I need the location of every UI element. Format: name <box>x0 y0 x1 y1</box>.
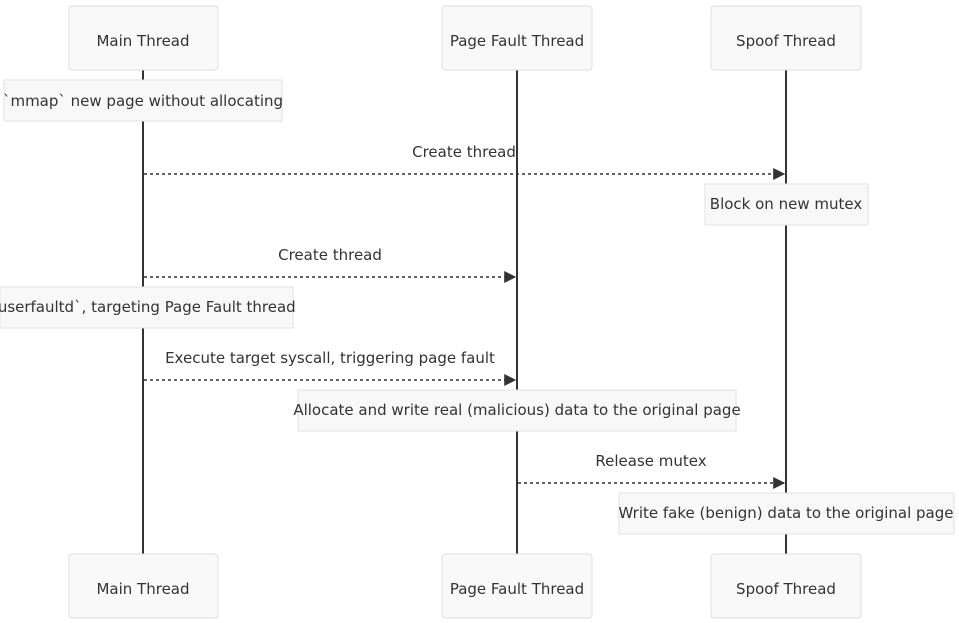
note-allocate-real-data-text: Allocate and write real (malicious) data… <box>293 401 740 419</box>
participant-spoof-thread-bottom-label: Spoof Thread <box>736 580 836 598</box>
note-userfaultd: `userfaultd`, targeting Page Fault threa… <box>0 286 296 329</box>
message-execute-syscall-label: Execute target syscall, triggering page … <box>165 349 495 367</box>
message-create-spoof-thread-label: Create thread <box>412 143 516 161</box>
note-mmap-text: `mmap` new page without allocating <box>3 92 283 110</box>
participant-spoof-thread-bottom: Spoof Thread <box>710 553 862 619</box>
participant-main-thread-bottom: Main Thread <box>68 553 219 619</box>
note-allocate-real-data: Allocate and write real (malicious) data… <box>293 389 741 432</box>
message-execute-syscall: Execute target syscall, triggering page … <box>144 349 517 386</box>
note-block-on-mutex-text: Block on new mutex <box>710 195 863 213</box>
message-create-page-fault-thread-label: Create thread <box>278 246 382 264</box>
participant-main-thread-top: Main Thread <box>68 5 219 71</box>
note-userfaultd-text: `userfaultd`, targeting Page Fault threa… <box>0 298 296 316</box>
participant-spoof-thread-top-label: Spoof Thread <box>736 32 836 50</box>
note-block-on-mutex: Block on new mutex <box>704 183 869 226</box>
participant-spoof-thread-top: Spoof Thread <box>710 5 862 71</box>
participant-page-fault-thread-bottom-label: Page Fault Thread <box>450 580 584 598</box>
participant-main-thread-bottom-label: Main Thread <box>96 580 189 598</box>
message-release-mutex-label: Release mutex <box>595 452 706 470</box>
participant-main-thread-top-label: Main Thread <box>96 32 189 50</box>
participant-page-fault-thread-top-label: Page Fault Thread <box>450 32 584 50</box>
participant-page-fault-thread-top: Page Fault Thread <box>441 5 593 71</box>
message-create-page-fault-thread: Create thread <box>144 246 517 283</box>
message-release-mutex: Release mutex <box>518 452 786 489</box>
participant-page-fault-thread-bottom: Page Fault Thread <box>441 553 593 619</box>
message-create-spoof-thread: Create thread <box>144 143 786 180</box>
note-write-fake-data: Write fake (benign) data to the original… <box>618 492 955 535</box>
note-mmap: `mmap` new page without allocating <box>3 79 283 122</box>
note-write-fake-data-text: Write fake (benign) data to the original… <box>619 504 954 522</box>
